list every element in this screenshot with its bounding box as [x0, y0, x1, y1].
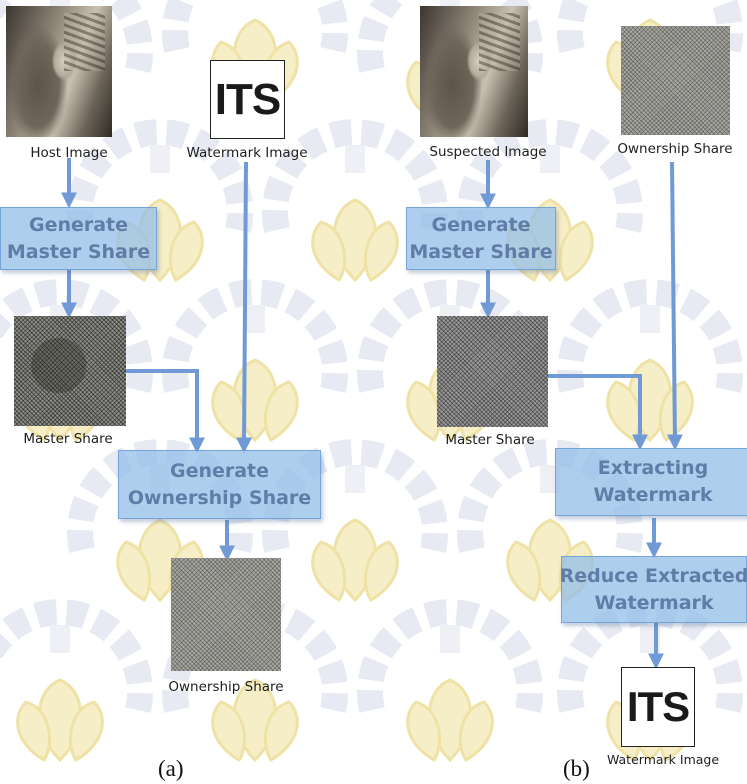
watermark-image-caption-b: Watermark Image	[606, 752, 720, 767]
watermark-image-caption: Watermark Image	[186, 145, 308, 161]
watermark-image: ITS	[210, 60, 285, 139]
box-line-2: Master Share	[6, 240, 151, 263]
generate-master-share-box-b: Generate Master Share	[406, 207, 556, 270]
panel-label-b: (b)	[563, 756, 590, 781]
box-line-1: Reduce Extracted	[559, 564, 747, 587]
box-line-1: Generate	[28, 213, 129, 236]
watermark-logo-text: ITS	[214, 74, 281, 124]
master-share-image-b	[437, 316, 548, 427]
extracting-watermark-box: Extracting Watermark	[555, 448, 747, 516]
box-line-2: Watermark	[594, 591, 714, 614]
box-line-1: Extracting	[597, 457, 709, 480]
box-line-1: Generate	[169, 459, 270, 482]
box-line-2: Ownership Share	[127, 486, 312, 509]
master-share-caption-b: Master Share	[445, 432, 535, 448]
box-line-1: Generate	[431, 213, 531, 236]
suspected-image	[420, 6, 528, 137]
generate-master-share-box: Generate Master Share	[0, 207, 157, 270]
arrow-watermark-to-ownership	[236, 161, 253, 454]
host-image-caption: Host Image	[30, 145, 108, 161]
ownership-share-image	[171, 558, 281, 671]
master-share-image	[14, 316, 126, 426]
ownership-share-caption: Ownership Share	[168, 679, 284, 695]
host-image	[6, 6, 112, 137]
box-line-2: Watermark	[593, 484, 713, 506]
box-line-2: Master Share	[409, 240, 553, 263]
arrow-master-to-extracting	[548, 374, 648, 451]
master-share-caption: Master Share	[23, 431, 113, 447]
panel-label-a: (a)	[158, 756, 184, 781]
arrow-master-to-ownership	[125, 369, 205, 454]
ownership-share-input-caption: Ownership Share	[617, 141, 733, 157]
reduce-extracted-watermark-box: Reduce Extracted Watermark	[559, 556, 747, 623]
extracted-watermark-logo-text: ITS	[626, 683, 690, 730]
arrow-ownership-to-extracting	[666, 161, 683, 451]
ownership-share-input-image	[621, 26, 730, 135]
extracted-watermark-image: ITS	[621, 667, 695, 747]
suspected-image-caption: Suspected Image	[429, 144, 547, 160]
generate-ownership-share-box: Generate Ownership Share	[118, 450, 321, 519]
